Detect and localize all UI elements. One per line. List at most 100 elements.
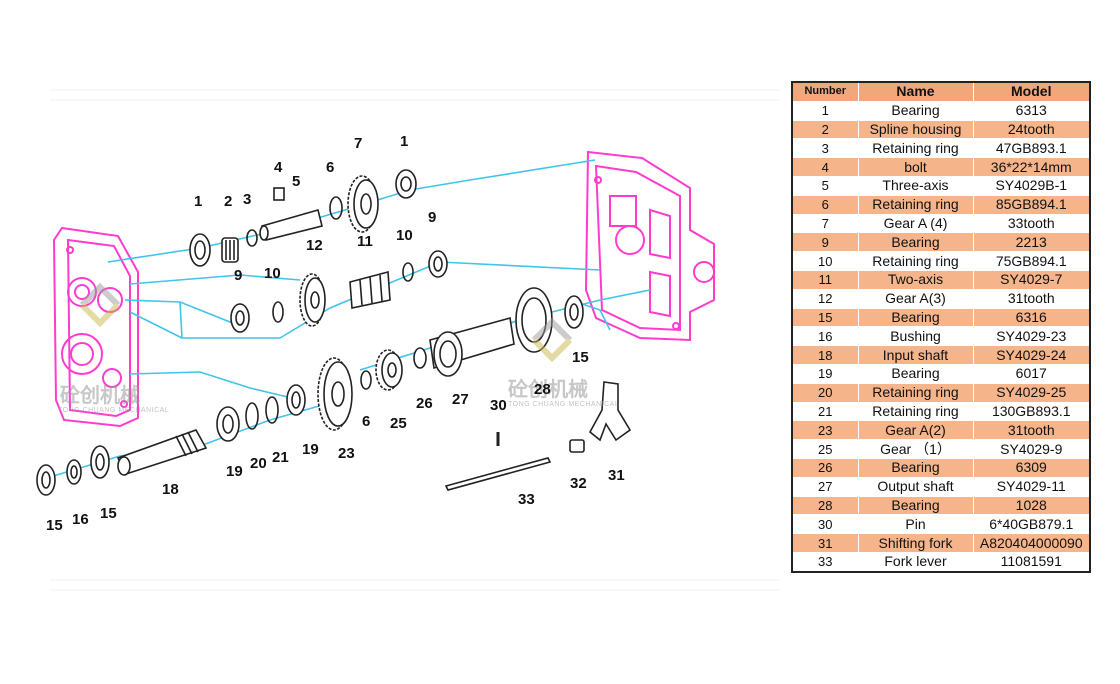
callout-label: 6 (362, 413, 370, 430)
watermark-logo-mark (79, 282, 121, 328)
callout-label: 12 (306, 237, 323, 254)
number-cell: 11 (791, 269, 859, 290)
name-cell: Retaining ring (857, 401, 974, 422)
model-cell: 1028 (972, 495, 1091, 516)
callout-label: 18 (162, 481, 179, 498)
callout-label: 10 (396, 227, 413, 244)
watermark-subtext: TONG CHUANG MECHANICAL (58, 407, 169, 414)
left-housing-plate (52, 226, 139, 428)
name-cell: Retaining ring (857, 138, 974, 159)
column-header: Number (791, 81, 859, 102)
callout-label: 28 (534, 381, 551, 398)
model-cell: 6313 (972, 100, 1091, 121)
model-cell: 75GB894.1 (972, 251, 1091, 271)
number-cell: 19 (791, 363, 859, 384)
model-cell: 33tooth (972, 213, 1091, 234)
number-cell: 23 (791, 420, 859, 441)
model-cell: SY4029B-1 (972, 175, 1091, 196)
background-scanlines (50, 89, 780, 591)
model-cell: 36*22*14mm (972, 157, 1091, 177)
watermark-logos: 砼创机械 TONG CHUANG MECHANICAL 砼创机械 TONG CH… (58, 282, 619, 414)
number-cell: 9 (791, 232, 859, 253)
number-cell: 12 (791, 288, 859, 309)
callout-label: 33 (518, 491, 535, 508)
model-cell: SY4029-9 (972, 439, 1091, 459)
number-cell: 1 (791, 100, 859, 121)
callout-label: 27 (452, 391, 469, 408)
number-cell: 33 (791, 551, 859, 573)
name-cell: Output shaft (857, 476, 974, 497)
callout-label: 5 (292, 173, 300, 190)
callout-label: 1 (400, 133, 408, 150)
name-cell: bolt (857, 157, 974, 177)
model-cell: A820404000090 (972, 533, 1091, 553)
callout-label: 7 (354, 135, 362, 152)
watermark-text: 砼创机械 (60, 383, 140, 407)
callout-label: 19 (226, 463, 243, 480)
number-cell: 4 (791, 157, 859, 177)
model-cell: 47GB893.1 (972, 138, 1091, 159)
number-cell: 30 (791, 514, 859, 535)
name-cell: Retaining ring (857, 194, 974, 215)
callout-label: 10 (264, 265, 281, 282)
name-cell: Two-axis (857, 269, 974, 290)
name-cell: Bushing (857, 326, 974, 347)
assembly-guide-lines (39, 159, 651, 481)
model-cell: 130GB893.1 (972, 401, 1091, 422)
exploded-gearbox-diagram: 砼创机械 TONG CHUANG MECHANICAL 砼创机械 TONG CH… (36, 89, 780, 591)
callout-label: 25 (390, 415, 407, 432)
number-cell: 5 (791, 175, 859, 196)
watermark-text: 砼创机械 (508, 377, 588, 401)
number-cell: 20 (791, 382, 859, 403)
callout-label: 3 (243, 191, 251, 208)
number-cell: 3 (791, 138, 859, 159)
name-cell: Pin (857, 514, 974, 535)
model-cell: 6309 (972, 457, 1091, 478)
number-cell: 27 (791, 476, 859, 497)
callout-label: 19 (302, 441, 319, 458)
watermark-logo-mark (531, 317, 573, 363)
callout-label: 32 (570, 475, 587, 492)
model-cell: 85GB894.1 (972, 194, 1091, 215)
name-cell: Retaining ring (857, 251, 974, 271)
name-cell: Retaining ring (857, 382, 974, 403)
callout-label: 15 (572, 349, 589, 366)
number-cell: 28 (791, 495, 859, 516)
number-cell: 25 (791, 439, 859, 459)
name-cell: Spline housing (857, 119, 974, 140)
name-cell: Gear A(3) (857, 288, 974, 309)
model-cell: SY4029-7 (972, 269, 1091, 290)
name-cell: Bearing (857, 457, 974, 478)
column-header: Model (972, 81, 1091, 102)
callout-label: 31 (608, 467, 625, 484)
callout-label: 4 (274, 159, 283, 176)
model-cell: 6017 (972, 363, 1091, 384)
callout-label: 9 (234, 267, 242, 284)
right-housing (584, 150, 715, 342)
name-cell: Bearing (857, 495, 974, 516)
number-cell: 31 (791, 533, 859, 553)
model-cell: 2213 (972, 232, 1091, 253)
name-cell: Gear （1） (857, 439, 974, 459)
name-cell: Bearing (857, 100, 974, 121)
name-cell: Three-axis (857, 175, 974, 196)
callout-label: 21 (272, 449, 289, 466)
table-header-row: Number Name Model (791, 81, 1091, 102)
number-cell: 2 (791, 119, 859, 140)
callout-label: 6 (326, 159, 334, 176)
